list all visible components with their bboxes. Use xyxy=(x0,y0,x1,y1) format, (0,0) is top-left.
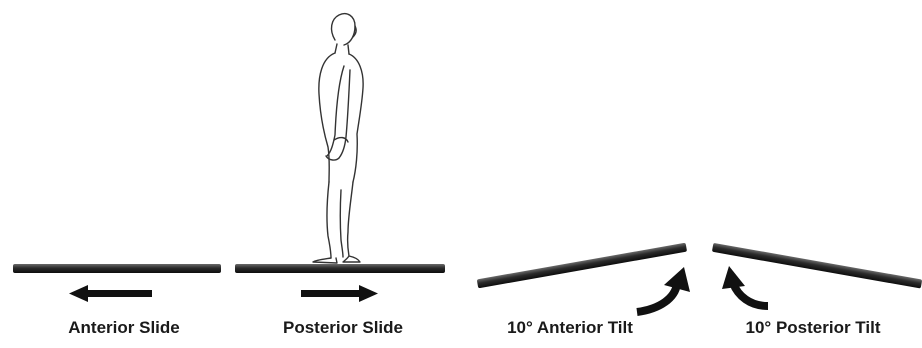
caption-posterior-tilt: 10° Posterior Tilt xyxy=(746,318,881,338)
panel-anterior-slide xyxy=(13,264,221,302)
panel-anterior-tilt xyxy=(477,243,690,312)
caption-posterior-slide: Posterior Slide xyxy=(283,318,403,338)
right-arrow-icon xyxy=(301,285,378,302)
panel-posterior-slide xyxy=(235,14,445,302)
curved-arrow-up-icon xyxy=(722,266,768,306)
left-arrow-icon xyxy=(69,285,152,302)
caption-anterior-tilt: 10° Anterior Tilt xyxy=(507,318,633,338)
curved-arrow-up-icon xyxy=(637,267,690,312)
caption-anterior-slide: Anterior Slide xyxy=(68,318,179,338)
platform-plate xyxy=(712,243,922,289)
standing-person-icon xyxy=(313,14,363,263)
platform-plate xyxy=(13,264,221,273)
platform-plate xyxy=(235,264,445,273)
panel-posterior-tilt xyxy=(712,243,922,306)
platform-plate xyxy=(477,243,687,289)
